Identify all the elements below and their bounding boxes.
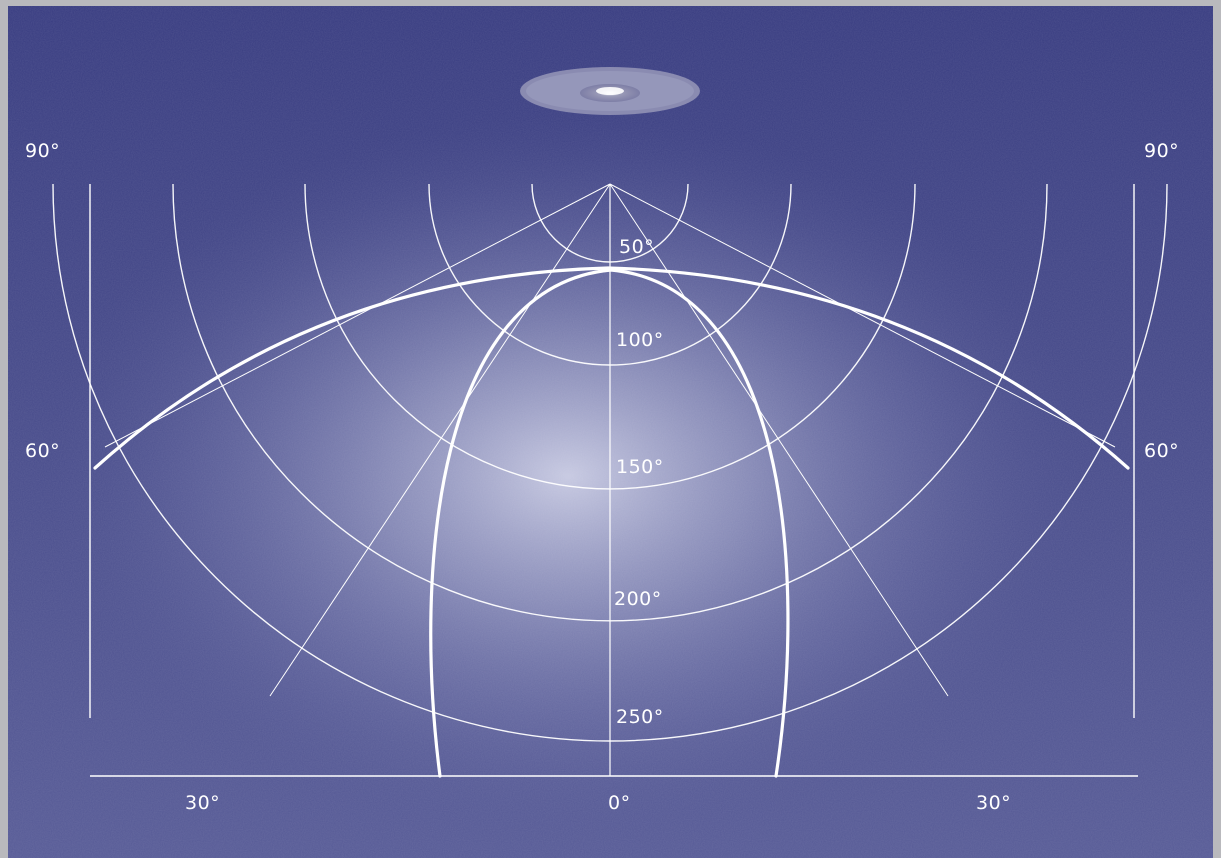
ring-label-250: 250° bbox=[616, 706, 664, 728]
angle-label-30-right: 30° bbox=[976, 792, 1012, 814]
distribution-curves bbox=[93, 266, 1130, 778]
angle-label-90-right: 90° bbox=[1144, 140, 1180, 162]
ray-left-30 bbox=[269, 183, 611, 697]
ring-label-150: 150° bbox=[616, 456, 664, 478]
angle-label-30-left: 30° bbox=[185, 792, 221, 814]
angle-label-0: 0° bbox=[608, 792, 631, 814]
diagram-panel: 50° 100° 150° 200° 250° 90° 90° 60° 60° … bbox=[8, 6, 1213, 858]
curve-wide bbox=[93, 266, 1130, 470]
angle-label-60-right: 60° bbox=[1144, 440, 1180, 462]
recessed-downlight-icon bbox=[520, 67, 700, 115]
curve-narrow bbox=[429, 268, 790, 778]
ray-left-60 bbox=[104, 183, 611, 448]
ring-label-200: 200° bbox=[614, 588, 662, 610]
ray-right-60 bbox=[609, 183, 1116, 448]
ray-right-30 bbox=[609, 183, 949, 697]
polar-diagram bbox=[8, 6, 1213, 858]
angle-label-60-left: 60° bbox=[25, 440, 61, 462]
ring-label-100: 100° bbox=[616, 329, 664, 351]
ring-label-50: 50° bbox=[619, 236, 655, 258]
angle-label-90-left: 90° bbox=[25, 140, 61, 162]
grid-lines bbox=[52, 183, 1168, 777]
